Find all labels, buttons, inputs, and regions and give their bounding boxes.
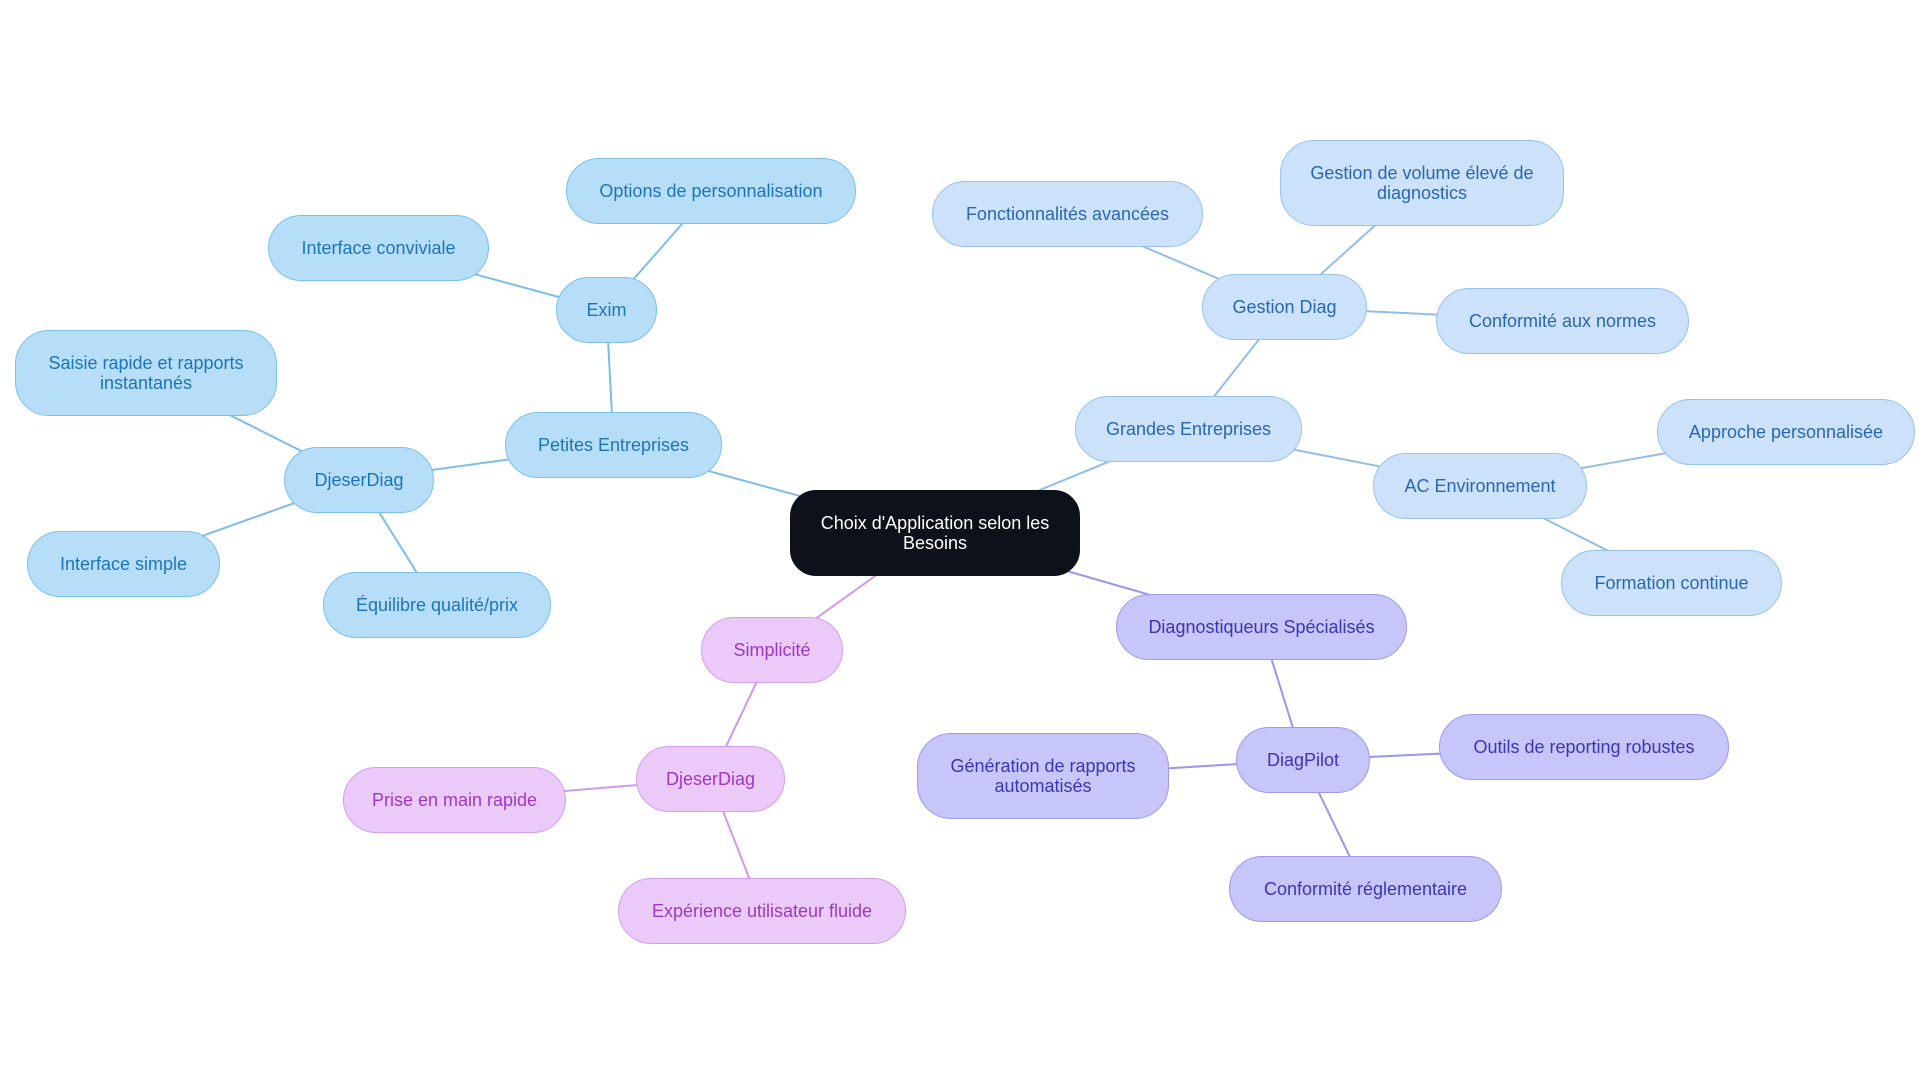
node-label: Équilibre qualité/prix — [355, 595, 519, 615]
node-outils-reporting: Outils de reporting robustes — [1439, 714, 1729, 780]
node-label: Formation continue — [1594, 573, 1749, 593]
node-label: DjeserDiag — [665, 769, 756, 789]
node-label: DiagPilot — [1266, 750, 1340, 770]
node-label: DjeserDiag — [314, 470, 404, 490]
node-petites-entreprises: Petites Entreprises — [505, 412, 722, 478]
node-label: Conformité réglementaire — [1263, 879, 1468, 899]
node-approche-personnalisee: Approche personnalisée — [1657, 399, 1915, 465]
node-label: Conformité aux normes — [1468, 311, 1657, 331]
node-djeserdiag-simplicite: DjeserDiag — [636, 746, 785, 812]
node-interface-conviviale: Interface conviviale — [268, 215, 489, 281]
node-equilibre-qualite-prix: Équilibre qualité/prix — [323, 572, 551, 638]
node-label: Saisie rapide et rapports instantanés — [48, 353, 244, 393]
node-options-de-personnalisation: Options de personnalisation — [566, 158, 856, 224]
node-gestion-diag: Gestion Diag — [1202, 274, 1367, 340]
node-prise-en-main-rapide: Prise en main rapide — [343, 767, 566, 833]
node-fonctionnalites-avancees: Fonctionnalités avancées — [932, 181, 1203, 247]
node-label: AC Environnement — [1404, 476, 1556, 496]
node-label: Fonctionnalités avancées — [965, 204, 1170, 224]
node-saisie-rapide: Saisie rapide et rapports instantanés — [15, 330, 277, 416]
node-label: Génération de rapports automatisés — [950, 756, 1136, 796]
node-generation-rapports: Génération de rapports automatisés — [917, 733, 1169, 819]
node-grandes-entreprises: Grandes Entreprises — [1075, 396, 1302, 462]
node-conformite-reglementaire: Conformité réglementaire — [1229, 856, 1502, 922]
node-formation-continue: Formation continue — [1561, 550, 1782, 616]
node-label: Exim — [586, 300, 627, 320]
node-simplicite: Simplicité — [701, 617, 843, 683]
node-diagpilot: DiagPilot — [1236, 727, 1370, 793]
node-label: Prise en main rapide — [371, 790, 538, 810]
node-label: Outils de reporting robustes — [1473, 737, 1695, 757]
node-diagnostiqueurs-specialises: Diagnostiqueurs Spécialisés — [1116, 594, 1407, 660]
node-label: Options de personnalisation — [599, 181, 823, 201]
node-experience-utilisateur-fluide: Expérience utilisateur fluide — [618, 878, 906, 944]
node-label: Grandes Entreprises — [1105, 419, 1272, 439]
node-label: Gestion de volume élevé de diagnostics — [1310, 163, 1534, 203]
node-label: Diagnostiqueurs Spécialisés — [1148, 617, 1375, 637]
node-label: Choix d'Application selon les Besoins — [820, 513, 1050, 553]
node-label: Approche personnalisée — [1688, 422, 1884, 442]
node-label: Expérience utilisateur fluide — [651, 901, 873, 921]
node-label: Petites Entreprises — [537, 435, 690, 455]
node-exim: Exim — [556, 277, 657, 343]
node-interface-simple: Interface simple — [27, 531, 220, 597]
root-node: Choix d'Application selon les Besoins — [790, 490, 1080, 576]
node-ac-environnement: AC Environnement — [1373, 453, 1587, 519]
node-label: Interface simple — [59, 554, 188, 574]
node-label: Interface conviviale — [301, 238, 456, 258]
node-djeserdiag-petites: DjeserDiag — [284, 447, 434, 513]
node-gestion-volume-eleve: Gestion de volume élevé de diagnostics — [1280, 140, 1564, 226]
node-conformite-aux-normes: Conformité aux normes — [1436, 288, 1689, 354]
node-label: Simplicité — [733, 640, 811, 660]
node-label: Gestion Diag — [1232, 297, 1337, 317]
